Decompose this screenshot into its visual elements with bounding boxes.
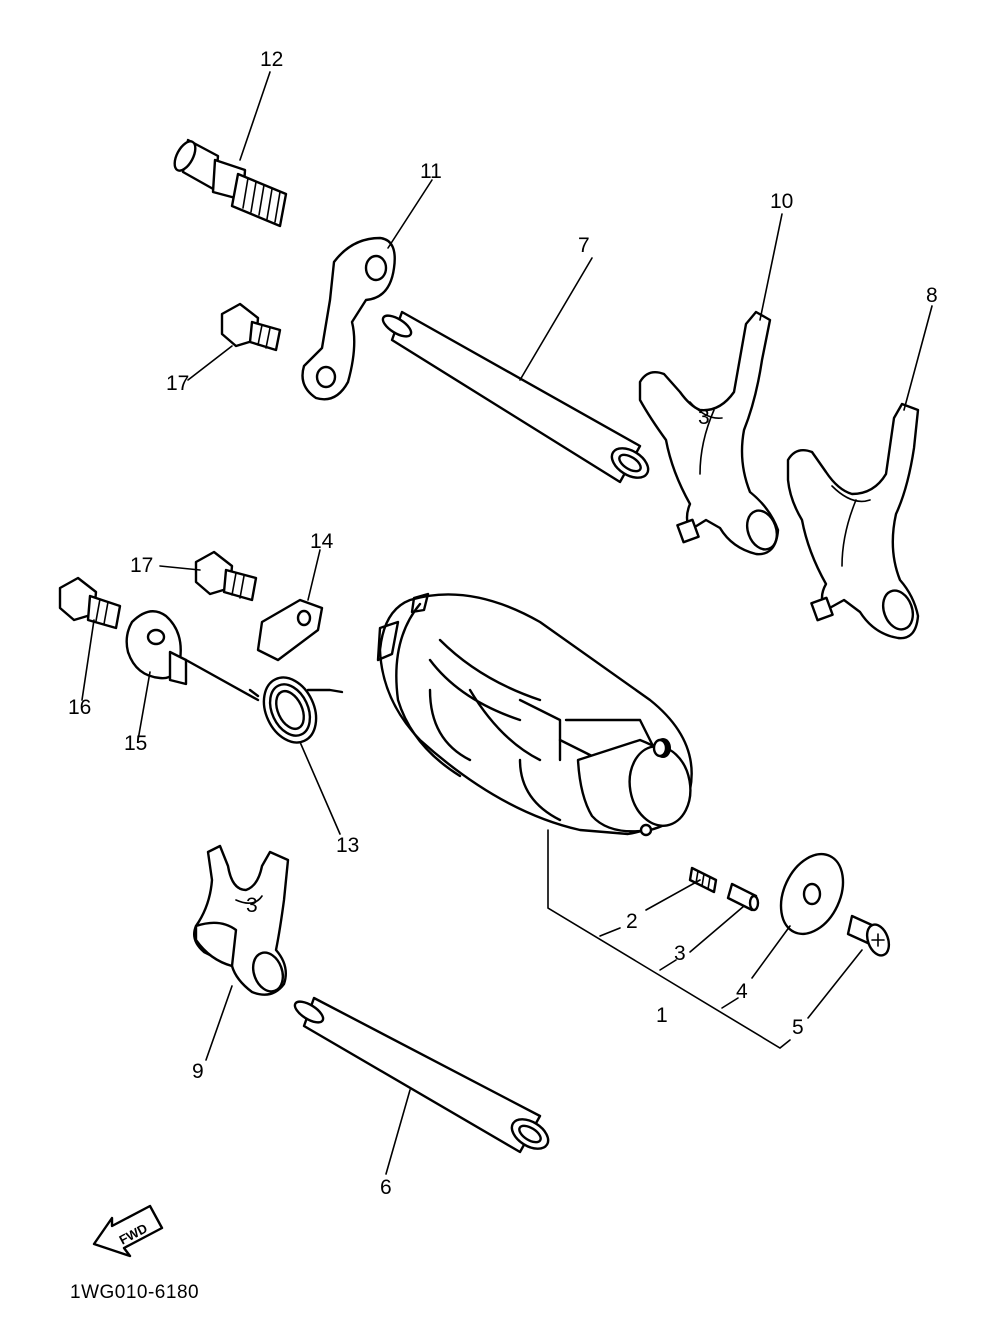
part-10-shift-fork-3 bbox=[638, 310, 780, 556]
part-6-guide-bar bbox=[293, 996, 550, 1154]
callout-17-lower: 17 bbox=[130, 554, 153, 577]
callout-4: 4 bbox=[736, 980, 748, 1003]
drawing-number: 1WG010-6180 bbox=[70, 1282, 199, 1303]
callout-9: 9 bbox=[192, 1060, 204, 1083]
callout-5: 5 bbox=[792, 1016, 804, 1039]
part-16-bolt bbox=[58, 576, 122, 630]
callout-7: 7 bbox=[578, 234, 590, 257]
callout-14: 14 bbox=[310, 530, 334, 553]
part-12-stud-bolt bbox=[173, 138, 288, 228]
callout-3: 3 bbox=[674, 942, 686, 965]
part-1-shift-drum bbox=[376, 592, 693, 837]
callout-13: 13 bbox=[336, 834, 359, 857]
callout-2: 2 bbox=[626, 910, 638, 933]
callout-11: 11 bbox=[420, 160, 442, 183]
part-15-shift-arm bbox=[125, 610, 188, 686]
part-13-torsion-spring bbox=[184, 658, 344, 744]
fwd-direction-arrow: FWD bbox=[92, 1204, 164, 1258]
part-17-bolt-upper bbox=[220, 302, 282, 352]
callout-16: 16 bbox=[68, 696, 91, 719]
callout-17-upper: 17 bbox=[166, 372, 189, 395]
part-17-bolt-lower bbox=[194, 550, 258, 602]
part-8-shift-fork bbox=[786, 402, 920, 640]
part-4-segment bbox=[779, 852, 845, 936]
part-7-guide-bar bbox=[381, 310, 650, 484]
callout-6: 6 bbox=[380, 1176, 392, 1199]
part-14-plate bbox=[256, 598, 324, 662]
part-5-screw bbox=[846, 914, 891, 957]
part-11-stopper-lever bbox=[301, 236, 396, 401]
callout-1: 1 bbox=[656, 1004, 668, 1027]
part-9-shift-fork bbox=[193, 844, 290, 996]
leader-lines bbox=[81, 71, 933, 1175]
fork-mark-part-9: 3 bbox=[246, 894, 258, 917]
callouts: 12 11 10 7 8 17 14 17 16 15 13 2 3 4 1 5… bbox=[68, 48, 938, 1199]
part-2-pin bbox=[688, 866, 718, 894]
fork-mark-part-10: 3 bbox=[698, 406, 710, 429]
callout-15: 15 bbox=[124, 732, 147, 755]
part-3-pin bbox=[726, 882, 760, 912]
callout-8: 8 bbox=[926, 284, 938, 307]
callout-12: 12 bbox=[260, 48, 283, 71]
callout-10: 10 bbox=[770, 190, 793, 213]
